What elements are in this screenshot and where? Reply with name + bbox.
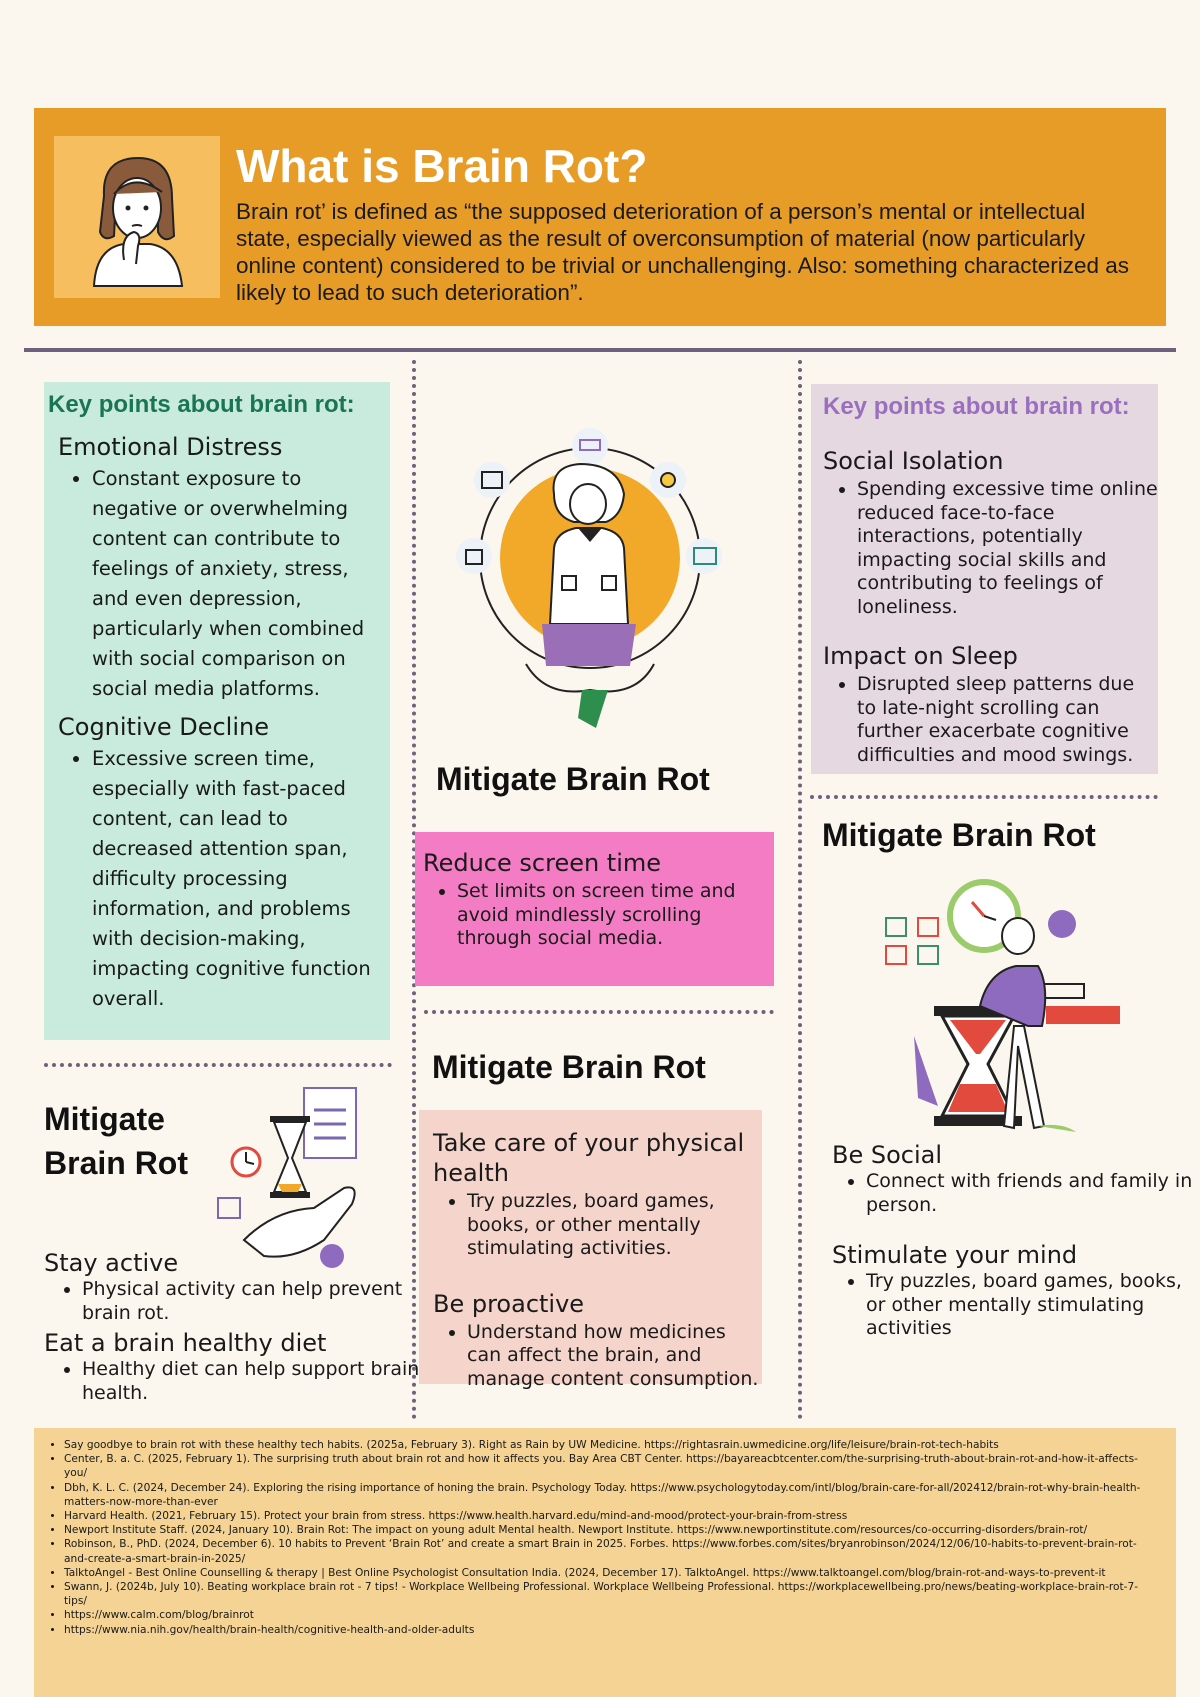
- reference-item: Harvard Health. (2021, February 15). Pro…: [64, 1509, 1156, 1523]
- mitigate-title-right: Mitigate Brain Rot: [822, 817, 1096, 853]
- reference-item: Swann, J. (2024b, July 10). Beating work…: [64, 1580, 1156, 1608]
- page-title: What is Brain Rot?: [236, 140, 648, 192]
- thinking-woman-icon: [92, 156, 184, 287]
- section-divider-middle: [424, 1010, 774, 1014]
- references-list: Say goodbye to brain rot with these heal…: [48, 1438, 1156, 1637]
- stimulate-mind-list: Try puzzles, board games, books, or othe…: [832, 1270, 1196, 1341]
- column-divider-right: [798, 360, 802, 1420]
- references-panel: Say goodbye to brain rot with these heal…: [34, 1428, 1176, 1697]
- key-points-panel-right: Key points about brain rot: Social Isola…: [811, 384, 1158, 774]
- diet-list: Healthy diet can help support brain heal…: [44, 1358, 422, 1405]
- section-heading-emotional-distress: Emotional Distress: [58, 433, 283, 461]
- list-item: Try puzzles, board games, books, or othe…: [866, 1270, 1196, 1341]
- list-item: Constant exposure to negative or overwhe…: [92, 464, 390, 704]
- section-heading-be-proactive: Be proactive: [433, 1289, 585, 1318]
- header-banner: [34, 108, 1166, 326]
- list-item: Spending excessive time online reduced f…: [857, 478, 1158, 619]
- column-divider-left: [412, 360, 416, 1420]
- physical-health-list: Try puzzles, board games, books, or othe…: [433, 1190, 762, 1261]
- section-heading-impact-on-sleep: Impact on Sleep: [823, 642, 1018, 670]
- section-heading-diet: Eat a brain healthy diet: [44, 1329, 327, 1357]
- list-item: Physical activity can help prevent brain…: [82, 1278, 422, 1325]
- reference-item: https://www.nia.nih.gov/health/brain-hea…: [64, 1623, 1156, 1637]
- key-points-title-right: Key points about brain rot:: [823, 393, 1130, 420]
- reference-item: Newport Institute Staff. (2024, January …: [64, 1523, 1156, 1537]
- reduce-screen-time-list: Set limits on screen time and avoid mind…: [423, 880, 774, 951]
- section-heading-stimulate-your-mind: Stimulate your mind: [832, 1241, 1078, 1269]
- list-item: Understand how medicines can affect the …: [467, 1321, 762, 1392]
- reference-item: Robinson, B., PhD. (2024, December 6). 1…: [64, 1537, 1156, 1565]
- reference-item: Center, B. a. C. (2025, February 1). The…: [64, 1452, 1156, 1480]
- be-proactive-list: Understand how medicines can affect the …: [433, 1321, 762, 1392]
- physical-health-panel: Take care of your physical health Try pu…: [419, 1110, 762, 1390]
- header-divider: [24, 348, 1176, 352]
- thinking-woman-illustration: [54, 136, 220, 298]
- emotional-distress-list: Constant exposure to negative or overwhe…: [48, 464, 390, 704]
- list-item: Disrupted sleep patterns due to late-nig…: [857, 673, 1158, 767]
- hourglass-phone-person-icon: [885, 879, 1120, 1132]
- list-item: Connect with friends and family in perso…: [866, 1170, 1196, 1217]
- section-heading-be-social: Be Social: [832, 1141, 943, 1169]
- key-points-panel-left: Key points about brain rot: Emotional Di…: [44, 382, 390, 1040]
- list-item: Set limits on screen time and avoid mind…: [457, 880, 774, 951]
- reference-item: TalktoAngel - Best Online Counselling & …: [64, 1566, 1156, 1580]
- section-divider-right: [810, 795, 1158, 799]
- impact-on-sleep-list: Disrupted sleep patterns due to late-nig…: [823, 673, 1158, 767]
- hourglass-hand-icon: [217, 1087, 357, 1268]
- list-item: Excessive screen time, especially with f…: [92, 744, 390, 1014]
- list-item: Try puzzles, board games, books, or othe…: [467, 1190, 762, 1261]
- be-social-list: Connect with friends and family in perso…: [832, 1170, 1196, 1217]
- mitigate-title-middle-1: Mitigate Brain Rot: [436, 761, 710, 797]
- section-heading-reduce-screen-time: Reduce screen time: [423, 849, 662, 877]
- reference-item: Say goodbye to brain rot with these heal…: [64, 1438, 1156, 1452]
- section-heading-physical-health: Take care of your physical health: [433, 1129, 745, 1187]
- mitigate-title-left-line2: Brain Rot: [44, 1145, 188, 1181]
- mitigate-title-left-line1: Mitigate: [44, 1101, 165, 1137]
- social-isolation-list: Spending excessive time online reduced f…: [823, 478, 1158, 619]
- reference-item: Dbh, K. L. C. (2024, December 24). Explo…: [64, 1481, 1156, 1509]
- mitigate-title-middle-2: Mitigate Brain Rot: [432, 1049, 706, 1085]
- list-item: Healthy diet can help support brain heal…: [82, 1358, 422, 1405]
- cognitive-decline-list: Excessive screen time, especially with f…: [48, 744, 390, 1014]
- reference-item: https://www.calm.com/blog/brainrot: [64, 1608, 1156, 1622]
- meditation-person-icon: [456, 428, 722, 728]
- section-heading-social-isolation: Social Isolation: [823, 447, 1004, 475]
- brain-rot-definition: Brain rot’ is defined as “the supposed d…: [236, 199, 1130, 305]
- key-points-title: Key points about brain rot:: [48, 391, 355, 418]
- section-heading-stay-active: Stay active: [44, 1249, 179, 1277]
- reduce-screen-time-panel: Reduce screen time Set limits on screen …: [415, 832, 774, 986]
- section-divider-left: [44, 1063, 392, 1067]
- stay-active-list: Physical activity can help prevent brain…: [44, 1278, 422, 1325]
- section-heading-cognitive-decline: Cognitive Decline: [58, 713, 269, 741]
